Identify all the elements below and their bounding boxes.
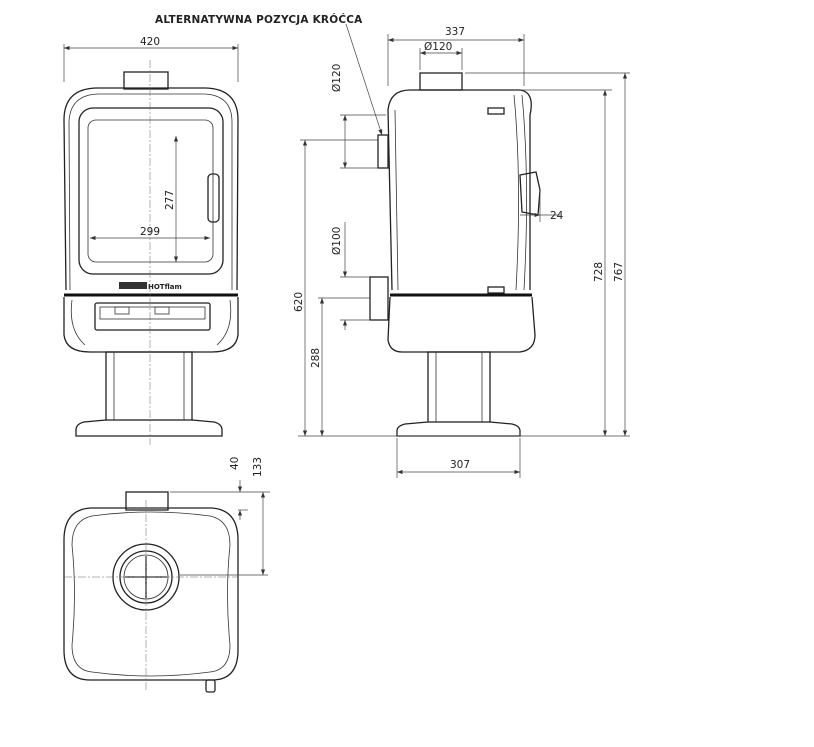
side-body	[387, 89, 532, 291]
dim-top-flue-diameter: Ø120	[424, 41, 452, 53]
top-flue	[125, 491, 169, 511]
dim-rear-flue-diameter: Ø120	[331, 64, 343, 92]
foot-plate	[75, 419, 223, 437]
door-handle	[207, 173, 220, 223]
rear-flue-outlet	[369, 276, 389, 321]
side-pedestal	[427, 351, 491, 423]
brand-logo	[119, 282, 147, 289]
dim-flue-offset: 40	[229, 457, 241, 470]
dim-lower-flue-diameter: Ø100	[331, 227, 343, 255]
dim-body-height: 728	[593, 262, 605, 282]
top-handle	[205, 679, 216, 693]
door-frame	[78, 107, 224, 275]
dim-handle-offset: 24	[550, 210, 564, 222]
dim-glass-width: 299	[140, 226, 160, 238]
dim-depth: 337	[445, 26, 465, 38]
glass-panel	[87, 119, 214, 263]
dim-lower-flue-height: 288	[310, 348, 322, 368]
dim-glass-height: 277	[164, 190, 176, 210]
brand-logo-text: HOTflam	[148, 283, 182, 291]
callout-leader	[345, 23, 383, 136]
top-outline	[63, 507, 239, 681]
dim-width: 420	[140, 36, 160, 48]
side-view: 337 Ø120 Ø120 Ø100 620 288 24 728 767 3	[293, 26, 630, 478]
flue-pipe	[123, 71, 169, 90]
side-flue-pipe	[419, 72, 463, 91]
dim-rear-flue-height: 620	[293, 292, 305, 312]
pedestal	[105, 351, 193, 421]
dim-flue-center: 133	[252, 457, 264, 477]
dim-total-height: 767	[613, 262, 625, 282]
side-handle	[519, 171, 541, 216]
front-view: HOTflam 420 299 277	[63, 36, 239, 445]
ash-drawer	[94, 302, 211, 331]
top-view: 40 133	[63, 457, 270, 693]
alternative-flue-label: ALTERNATYWNA POZYCJA KRÓĆCA	[155, 13, 363, 26]
alt-flue-upper	[377, 134, 389, 169]
dim-foot-depth: 307	[450, 459, 470, 471]
stove-body	[63, 87, 239, 291]
